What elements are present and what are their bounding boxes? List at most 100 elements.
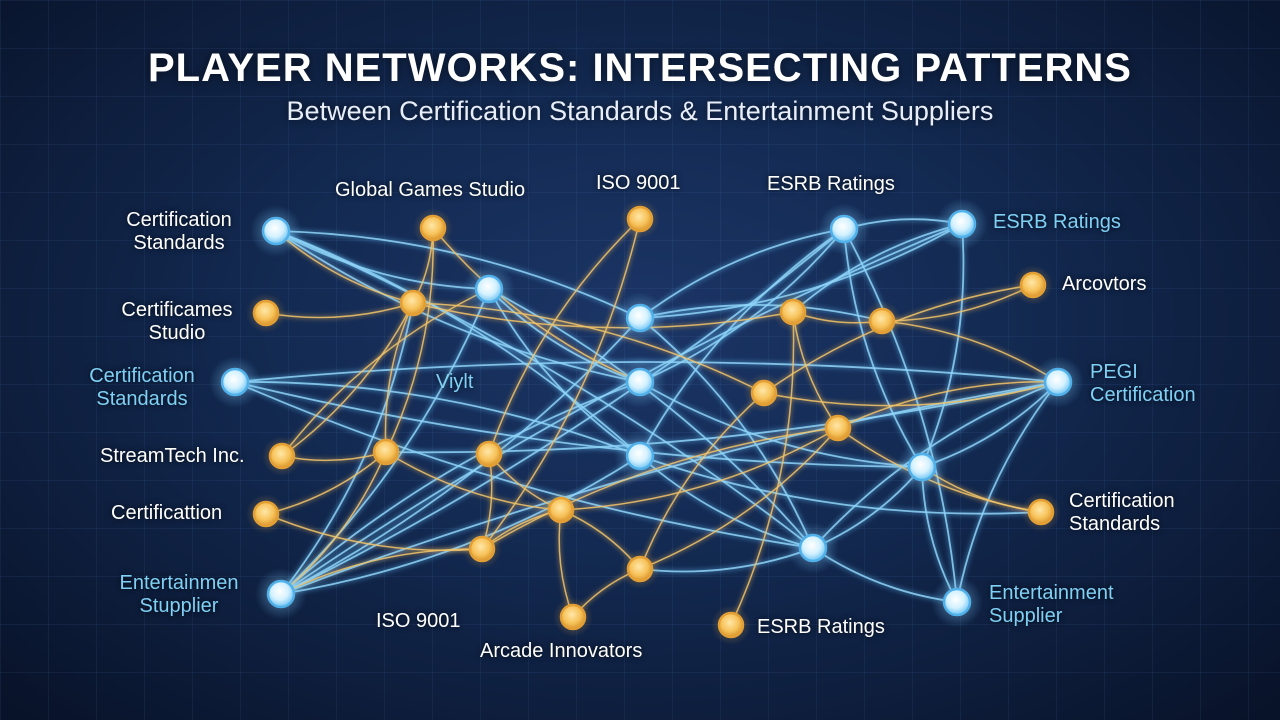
link-o-streamtech-b-hub-1 [281,288,490,457]
node-core [947,209,977,239]
node-core [372,438,400,466]
link-o-global-games-o-mid-2 [385,227,434,453]
link-o-global-games-b-hub-3 [432,227,641,383]
label-certification-standards-top: Certification Standards [126,209,232,254]
link-o-mid-1-o-mid-8 [412,302,794,329]
node-o-mid-5 [620,549,660,589]
node-b-cert-left [209,356,261,408]
link-b-esrb-a-b-hub-6 [843,228,923,468]
label-iso-9001-top: ISO 9001 [596,172,681,194]
node-o-global-games [413,208,453,248]
node-core [266,579,296,609]
node-b-cert-top [250,205,302,257]
node-core [468,535,496,563]
label-arcade-innovators: Arcade Innovators [480,640,643,662]
node-core [1027,498,1055,526]
page-title: PLAYER NETWORKS: INTERSECTING PATTERNS [148,46,1132,90]
node-b-hub-5 [787,522,839,574]
node-core [717,611,745,639]
label-arcovtors: Arcovtors [1062,273,1147,295]
link-b-cert-top-b-hub-3 [275,230,641,383]
link-o-mid-8-o-esrb-bottom [730,311,795,626]
link-b-cert-top-b-hub-5 [275,230,814,549]
node-core [1043,367,1073,397]
node-core [547,496,575,524]
link-o-certificattion-o-iso-bottom [265,513,483,552]
node-core [626,555,654,583]
link-o-mid-7-b-pegi [837,381,1059,429]
node-core [942,587,972,617]
node-b-ent-right [931,576,983,628]
link-o-mid-5-o-mid-6 [639,392,765,570]
node-o-arcade [553,597,593,637]
link-o-mid-4-o-mid-7 [560,427,839,511]
link-b-cert-top-b-hub-1 [275,230,490,290]
node-core [750,379,778,407]
link-b-esrb-a-b-hub-2 [639,228,845,319]
link-o-mid-1-o-mid-6 [412,302,765,394]
link-b-esrb-b-b-hub-6 [921,223,965,468]
label-certification-standards-right: Certification Standards [1069,490,1175,535]
node-o-mid-8 [773,292,813,332]
node-b-esrb-a [818,203,870,255]
link-b-ent-left-b-hub-3 [280,381,641,595]
link-b-cert-left-b-hub-4 [234,381,641,457]
label-esrb-ratings-top: ESRB Ratings [767,173,895,195]
page-subtitle: Between Certification Standards & Entert… [286,96,994,126]
node-core [252,500,280,528]
link-o-iso-top-o-mid-3 [488,218,641,455]
label-viylt: Viylt [436,371,474,393]
label-entertainmen-stupplier: Entertainmen Stupplier [119,572,239,617]
node-core [907,452,937,482]
node-core [626,205,654,233]
node-o-streamtech [262,436,302,476]
link-b-esrb-a-b-hub-3 [639,228,845,383]
label-iso-9001-bottom: ISO 9001 [376,610,461,632]
node-b-pegi [1032,356,1084,408]
node-o-cert-right [1021,492,1061,532]
node-o-certificattion [246,494,286,534]
node-b-hub-2 [614,292,666,344]
node-b-hub-1 [463,263,515,315]
node-o-mid-7 [818,408,858,448]
link-b-esrb-b-b-hub-2 [639,223,963,319]
link-o-iso-top-o-iso-bottom [481,218,641,550]
node-o-iso-top [620,199,660,239]
link-o-mid-5-o-mid-7 [639,427,839,570]
label-certificames-studio: Certificames Studio [121,299,233,344]
label-streamtech-inc: StreamTech Inc. [100,445,245,467]
link-b-hub-3-b-hub-6 [639,381,923,468]
link-b-hub-2-o-mid-9 [639,304,883,322]
label-certificattion: Certificattion [111,502,223,524]
node-core [1019,271,1047,299]
node-o-esrb-bottom [711,605,751,645]
node-core [625,367,655,397]
node-b-esrb-b [936,198,988,250]
link-b-pegi-b-ent-right [956,381,1059,603]
node-b-hub-4 [614,430,666,482]
node-core [824,414,852,442]
link-b-hub-2-b-hub-5 [639,317,814,549]
link-b-esrb-a-b-hub-4 [639,228,845,457]
node-core [829,214,859,244]
link-b-ent-left-b-esrb-b [280,223,963,595]
node-core [252,299,280,327]
node-core [559,603,587,631]
node-o-certificames [246,293,286,333]
node-b-ent-left [255,568,307,620]
node-b-hub-3 [614,356,666,408]
node-core [625,303,655,333]
link-o-mid-2-o-mid-4 [385,451,562,511]
node-o-mid-2 [366,432,406,472]
node-core [625,441,655,471]
link-b-hub-1-b-hub-4 [488,288,641,457]
node-o-iso-bottom [462,529,502,569]
label-global-games-studio: Global Games Studio [335,179,526,201]
label-entertainment-supplier: Entertainment Supplier [989,582,1114,627]
link-o-mid-6-b-pegi [763,381,1059,407]
label-certification-standards-blue: Certification Standards [89,365,195,410]
node-o-mid-4 [541,490,581,530]
node-o-mid-9 [862,301,902,341]
node-core [399,289,427,317]
